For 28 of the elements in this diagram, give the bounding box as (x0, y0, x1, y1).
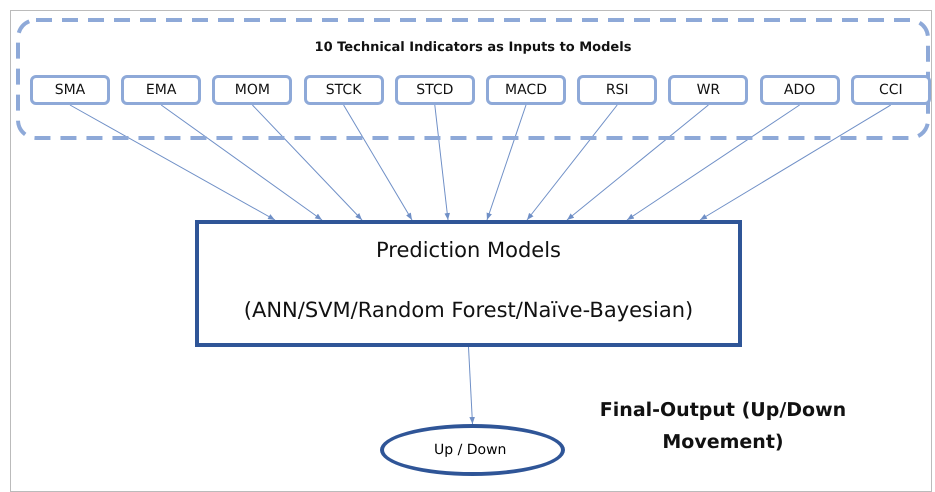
indicator-box: STCD (394, 75, 475, 105)
arrow (434, 104, 450, 220)
indicator-box: SMA (30, 75, 110, 105)
dashed-group (16, 18, 930, 140)
arrow (160, 104, 322, 220)
box-heading: Prediction Models (375, 238, 562, 262)
indicator-box: ADO (760, 75, 840, 105)
box-subtext: (ANN/SVM/Random Forest/Naïve-Bayesian) (242, 298, 694, 322)
arrow (700, 104, 892, 220)
ellipse-text: Up / Down (434, 442, 506, 458)
indicator-box: RSI (577, 75, 658, 105)
indicator-box: MOM (212, 75, 292, 105)
group-title: 10 Technical Indicators as Inputs to Models (314, 40, 632, 55)
indicator-box: MACD (486, 75, 566, 105)
arrow (343, 104, 412, 220)
arrow (70, 104, 276, 220)
output-caption: Final-Output (Up/Down Movement) (598, 398, 848, 455)
indicator-box: CCI (850, 75, 931, 105)
indicator-box: WR (668, 75, 748, 105)
process-box (195, 220, 742, 347)
arrow (468, 346, 475, 424)
arrow (566, 104, 709, 220)
arrow (626, 104, 800, 220)
arrow (526, 104, 618, 220)
arrow (252, 104, 362, 220)
indicator-box: EMA (121, 75, 202, 105)
arrow (486, 104, 526, 220)
indicator-box: STCK (304, 75, 384, 105)
